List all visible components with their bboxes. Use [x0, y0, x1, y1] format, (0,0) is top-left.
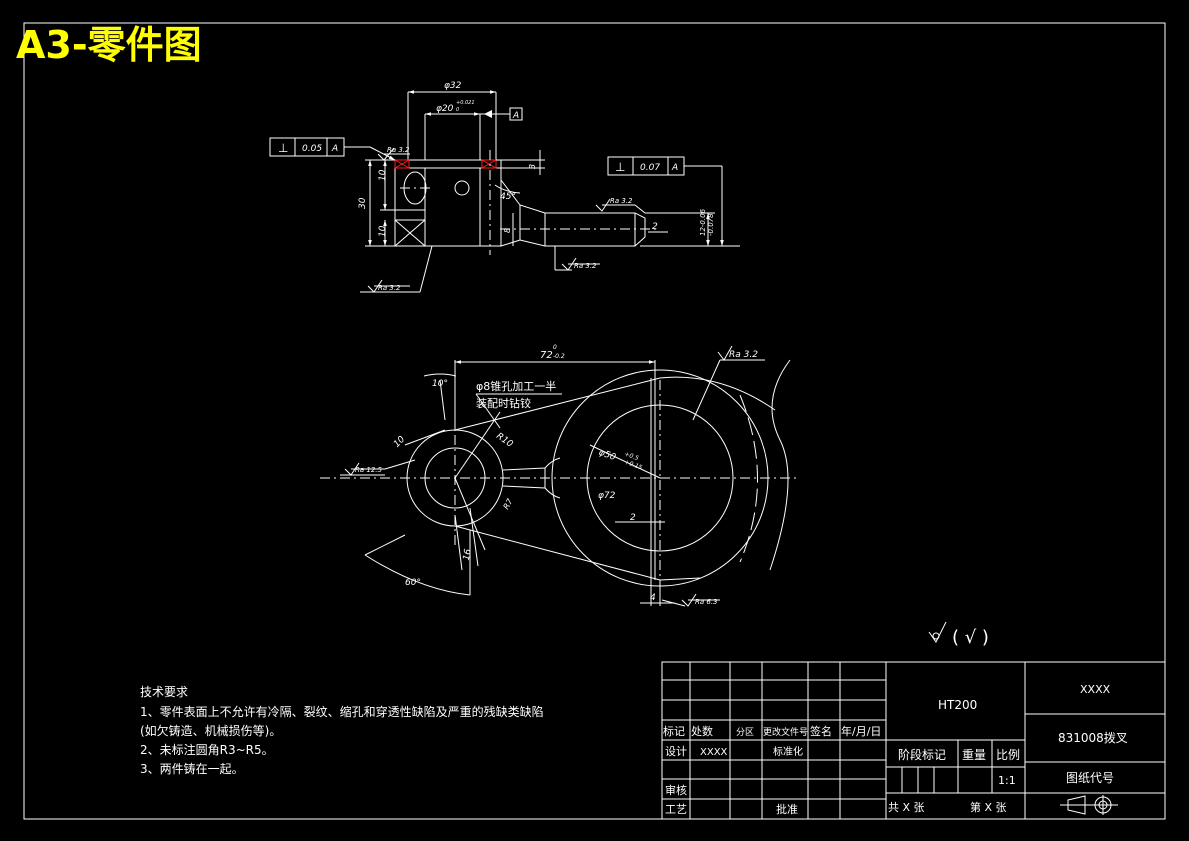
tb-part-name: 831008拨叉: [1058, 731, 1128, 745]
dim-10-plan: 10: [392, 434, 407, 449]
tb-company: XXXX: [1080, 683, 1111, 696]
dim-30: 30: [358, 197, 368, 209]
datum-a-label: A: [512, 111, 519, 121]
dim-dia-20-tol-low: 0: [456, 107, 459, 113]
dim-r7: R7: [502, 496, 516, 511]
ra-plan-bottom: Ra 6.3: [695, 598, 718, 606]
dim-dia-50: φ50: [597, 448, 617, 463]
title-block: HT200 XXXX 831008拨叉 图纸代号 标记 处数 分区 更改文件号 …: [661, 661, 1166, 820]
technical-requirements: 技术要求 1、零件表面上不允许有冷隔、裂纹、缩孔和穿透性缺陷及严重的残缺类缺陷 …: [140, 685, 544, 776]
fcf-left-value: 0.05: [302, 144, 322, 154]
fcf-right-symbol: ⊥: [615, 160, 625, 174]
plan-view: 72 0 -0.2 Ra 3.2 10° φ8锥孔加工一半 装配时钻铰 10 R…: [320, 344, 800, 607]
tb-stage-label: 阶段标记: [898, 747, 946, 762]
dim-r10: R10: [494, 431, 514, 450]
tb-sheet-no: 第 X 张: [970, 800, 1007, 814]
ra-plan-top: Ra 3.2: [729, 350, 758, 360]
dim-2-plan: 2: [630, 513, 636, 523]
tb-designer-label: 设计: [665, 745, 687, 758]
tb-designer: XXXX: [700, 747, 728, 758]
tech-req-heading: 技术要求: [140, 685, 188, 699]
tb-drawing-no-label: 图纸代号: [1066, 771, 1114, 785]
angle-60: 60°: [405, 578, 421, 588]
dim-72: 72: [540, 350, 553, 361]
ra-front-top: Ra 3.2: [387, 146, 410, 154]
projection-symbol-icon: [1060, 795, 1118, 815]
tech-req-item-1: 1、零件表面上不允许有冷隔、裂纹、缩孔和穿透性缺陷及严重的残缺类缺陷: [140, 704, 544, 719]
tb-header-zone: 分区: [736, 727, 754, 738]
tb-process-label: 工艺: [665, 803, 687, 816]
drawing-frame: [23, 22, 1166, 820]
tb-sheets-total: 共 X 张: [888, 801, 925, 814]
fcf-left-symbol: ⊥: [278, 141, 288, 155]
ra-front-left: Ra 3.2: [378, 284, 401, 292]
dim-dia-50-tol: +0.5: [623, 451, 639, 463]
tb-material: HT200: [938, 698, 977, 712]
dim-dia-20-tol: +0.021: [456, 100, 475, 106]
dim-72-tol-low: -0.2: [553, 353, 565, 360]
dim-dia-72: φ72: [598, 491, 616, 501]
tb-header-date: 年/月/日: [841, 724, 881, 738]
fcf-right-datum: A: [671, 163, 678, 173]
tb-standard-label: 标准化: [773, 745, 803, 758]
tb-scale-label: 比例: [996, 748, 1020, 762]
dim-8: 8: [503, 228, 512, 233]
tech-req-item-4: 3、两件铸在一起。: [140, 761, 244, 776]
dim-72-tol: 0: [553, 344, 557, 351]
front-view: φ32 φ20 +0.021 0 A ⊥ 0.05 A Ra 3.2: [269, 81, 740, 293]
tb-scale: 1:1: [998, 774, 1016, 787]
dim-dia-50-tol-low: +0.15: [623, 459, 643, 472]
sheet-title: A3-零件图: [16, 23, 202, 67]
tb-header-change-doc: 更改文件号: [763, 726, 808, 738]
tb-check-label: 审核: [665, 783, 687, 797]
tech-req-item-2: (如欠铸造、机械损伤等)。: [140, 723, 281, 738]
tb-header-mark: 标记: [663, 724, 685, 738]
fcf-left-datum: A: [331, 144, 338, 154]
dim-10-bot: 10: [378, 225, 388, 237]
tb-header-sign: 签名: [810, 724, 832, 738]
plan-note-2: 装配时钻铰: [476, 396, 531, 410]
general-roughness: ( √ ): [928, 621, 989, 648]
plan-note-1: φ8锥孔加工一半: [476, 379, 556, 393]
dim-3: 3: [528, 164, 537, 169]
angle-45: 45°: [500, 192, 516, 202]
dim-4: 4: [650, 593, 656, 603]
tb-header-count: 处数: [691, 725, 713, 738]
ra-front-bottom: Ra 3.2: [574, 262, 597, 270]
dim-dia-20: φ20: [436, 104, 454, 114]
dim-dia-32: φ32: [444, 81, 462, 91]
dim-2-front: 2: [652, 222, 658, 232]
tech-req-item-3: 2、未标注圆角R3~R5。: [140, 742, 274, 757]
tb-weight-label: 重量: [962, 748, 986, 762]
ra-plan-left: Ra 12.5: [355, 466, 383, 474]
fcf-right-value: 0.07: [640, 163, 660, 173]
dim-16: 16: [462, 548, 474, 561]
dim-10-top: 10: [378, 169, 388, 181]
general-roughness-paren: ( √ ): [952, 627, 989, 648]
ra-front-arm: Ra 3.2: [610, 197, 633, 205]
dim-12: 12-0.06: [699, 208, 707, 236]
angle-10: 10°: [432, 379, 448, 389]
tb-approve-label: 批准: [776, 802, 798, 816]
dim-12-low: -0.078: [707, 213, 715, 236]
